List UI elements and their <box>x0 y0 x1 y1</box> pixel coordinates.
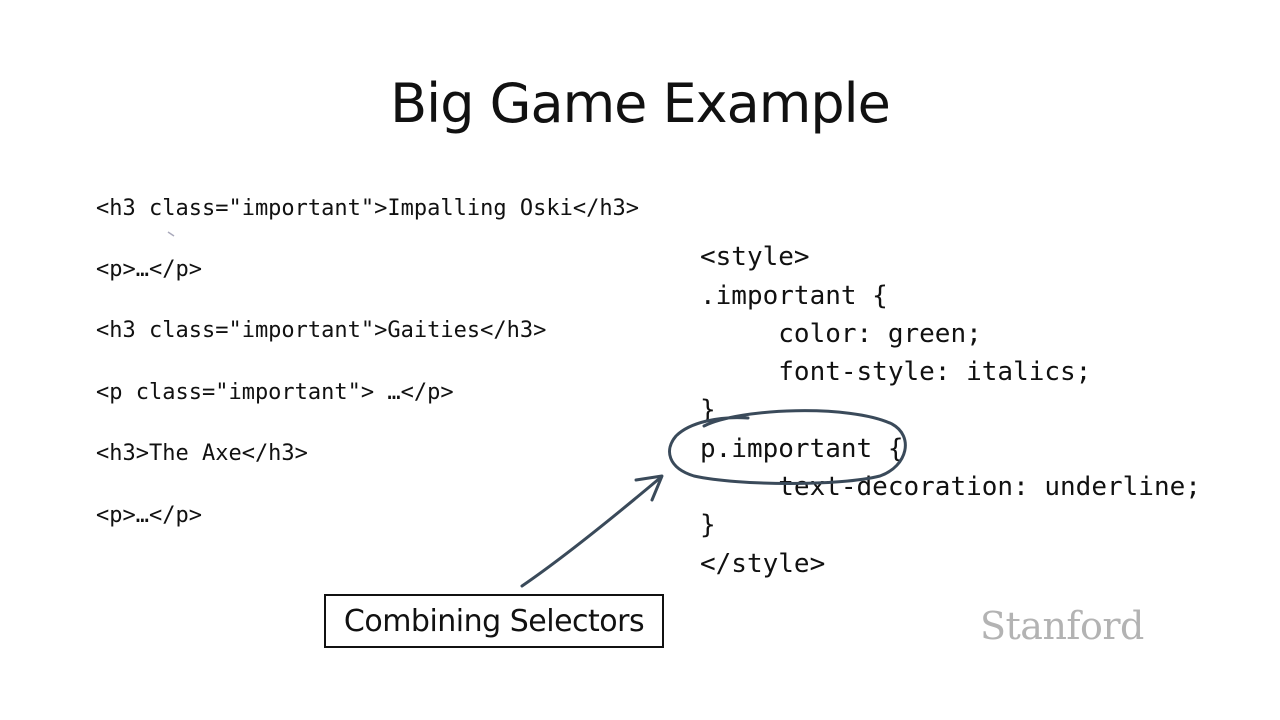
small-tick-annotation <box>167 231 175 237</box>
css-line-style-open: <style> <box>700 242 810 272</box>
css-line-p-important-selector: p.important { <box>700 434 904 464</box>
css-line-color: color: green; <box>700 319 982 349</box>
html-line-p-important: <p class="important"> …</p> <box>96 380 454 405</box>
arrow-shaft-annotation <box>520 476 662 588</box>
stanford-logo: Stanford <box>980 604 1144 648</box>
html-line-h3-oski: <h3 class="important">Impalling Oski</h3… <box>96 196 640 221</box>
combining-selectors-callout: Combining Selectors <box>324 594 664 648</box>
css-line-font-style: font-style: italics; <box>700 357 1092 387</box>
html-line-p-2: <p>…</p> <box>96 503 202 528</box>
css-line-text-decoration: text-decoration: underline; <box>700 472 1201 502</box>
html-line-h3-axe: <h3>The Axe</h3> <box>96 441 308 466</box>
html-line-p-1: <p>…</p> <box>96 257 202 282</box>
slide-title: Big Game Example <box>390 72 891 135</box>
css-line-close-1: } <box>700 395 716 425</box>
css-line-important-selector: .important { <box>700 281 888 311</box>
html-line-h3-gaities: <h3 class="important">Gaities</h3> <box>96 318 547 343</box>
css-line-style-close: </style> <box>700 549 826 579</box>
arrow-head-annotation <box>634 474 664 502</box>
css-line-close-2: } <box>700 510 716 540</box>
